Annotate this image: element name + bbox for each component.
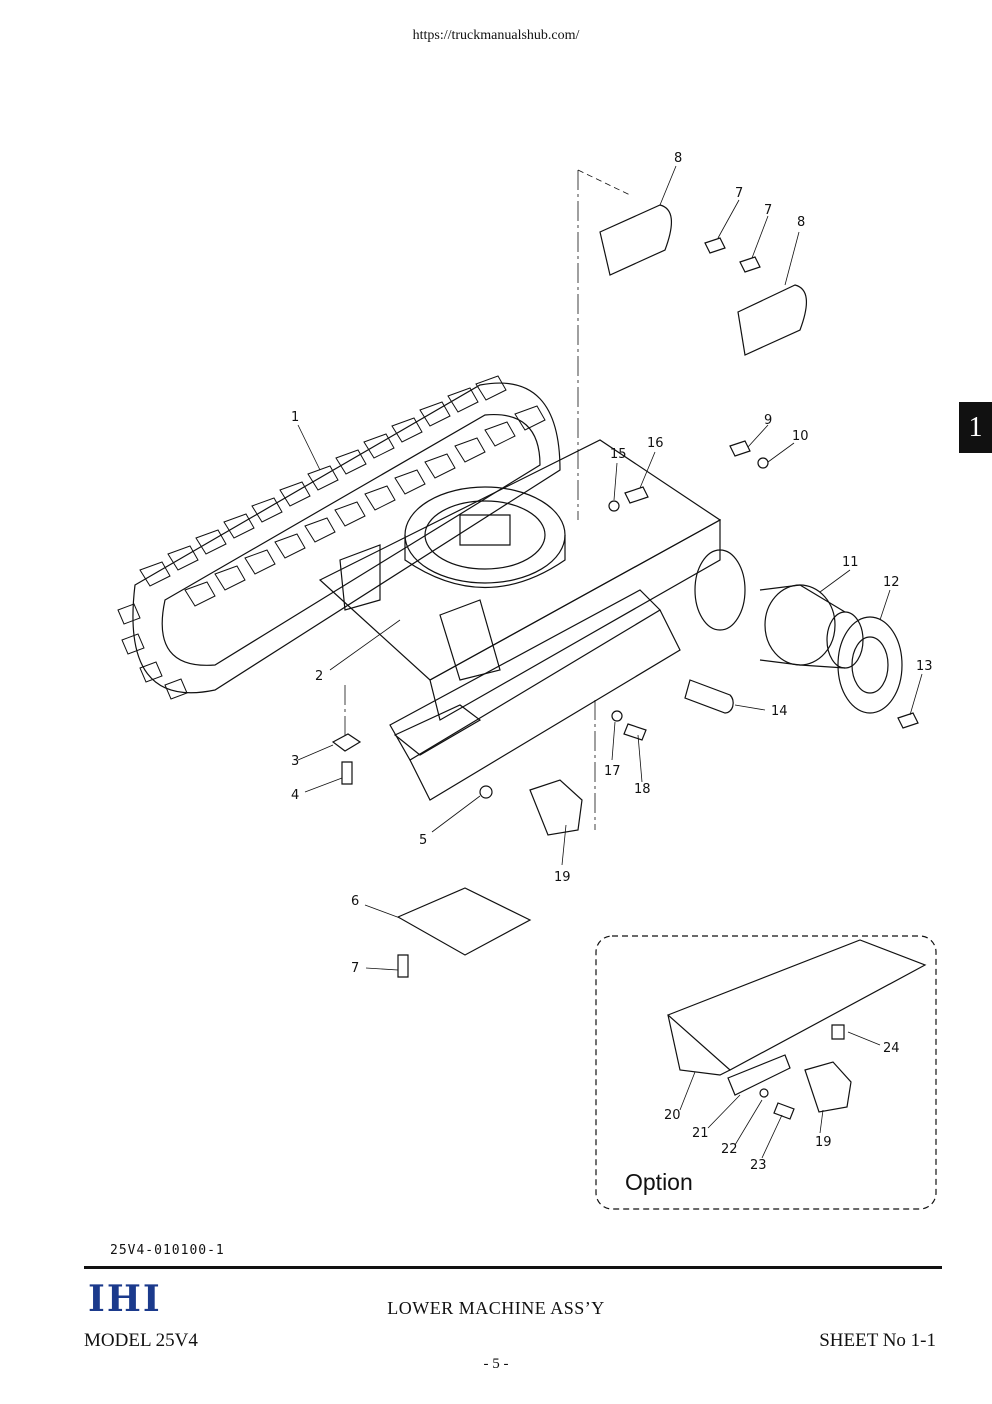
roller-19	[529, 779, 583, 836]
callout-3: 3	[291, 754, 299, 769]
callout-17: 17	[604, 764, 621, 779]
travel-motor	[694, 549, 864, 669]
bolt-7c	[397, 954, 409, 978]
callout-1: 1	[291, 410, 299, 425]
option-label: Option	[625, 1169, 693, 1195]
footer-divider	[84, 1266, 942, 1269]
callout-20: 20	[664, 1108, 681, 1123]
callout-16: 16	[647, 436, 664, 451]
washer-10	[757, 457, 769, 469]
washer-17	[611, 710, 623, 722]
callout-13: 13	[916, 659, 933, 674]
plug-5	[479, 785, 493, 799]
cap-3	[331, 733, 362, 752]
callout-4: 4	[291, 788, 299, 803]
page-number: - 5 -	[483, 1356, 509, 1372]
cover-plate-lower	[737, 284, 807, 356]
callout-7c: 7	[351, 961, 359, 976]
track-frame	[318, 439, 722, 721]
callout-7b: 7	[764, 203, 772, 218]
swing-ring	[404, 486, 566, 589]
callout-18: 18	[634, 782, 651, 797]
callout-24: 24	[883, 1041, 900, 1056]
cover-plate-upper	[599, 204, 672, 276]
sheet-number: SHEET No 1-1	[819, 1330, 936, 1351]
under-cover-6	[396, 887, 532, 956]
part-code: 25V4-010100-1	[110, 1243, 225, 1258]
bolt-9	[729, 440, 751, 457]
callout-14: 14	[771, 704, 788, 719]
source-url[interactable]: https://truckmanualshub.com/	[412, 28, 580, 43]
callout-6: 6	[351, 894, 359, 909]
page-title: LOWER MACHINE ASS’Y	[387, 1298, 605, 1318]
callout-21: 21	[692, 1126, 709, 1141]
callout-9: 9	[764, 413, 772, 428]
model-label: MODEL 25V4	[84, 1330, 198, 1351]
bolt-18	[623, 723, 647, 741]
callout-12: 12	[883, 575, 900, 590]
callout-22: 22	[721, 1142, 738, 1157]
callout-15: 15	[610, 447, 627, 462]
bolt-7a	[704, 237, 726, 254]
bolt-13	[897, 712, 919, 729]
callout-11: 11	[842, 555, 859, 570]
washer-15	[608, 500, 620, 512]
bolt-7b	[739, 256, 761, 273]
callout-19b: 19	[815, 1135, 832, 1150]
bolt-4	[341, 761, 353, 785]
callout-8b: 8	[797, 215, 805, 230]
callout-7a: 7	[735, 186, 743, 201]
crawler-track	[117, 375, 561, 700]
option-box	[595, 935, 937, 1210]
sprocket	[837, 616, 903, 714]
option-blade-arm	[666, 939, 927, 1120]
callout-8a: 8	[674, 151, 682, 166]
blade-arm	[389, 589, 681, 801]
section-tab: 1	[959, 402, 992, 453]
pin-14	[684, 679, 734, 714]
bolt-16	[624, 486, 649, 504]
callout-10: 10	[792, 429, 809, 444]
callout-19a: 19	[554, 870, 571, 885]
brand-logo: IHI	[88, 1278, 162, 1320]
callout-5: 5	[419, 833, 427, 848]
callout-23: 23	[750, 1158, 767, 1173]
callout-2: 2	[315, 669, 323, 684]
